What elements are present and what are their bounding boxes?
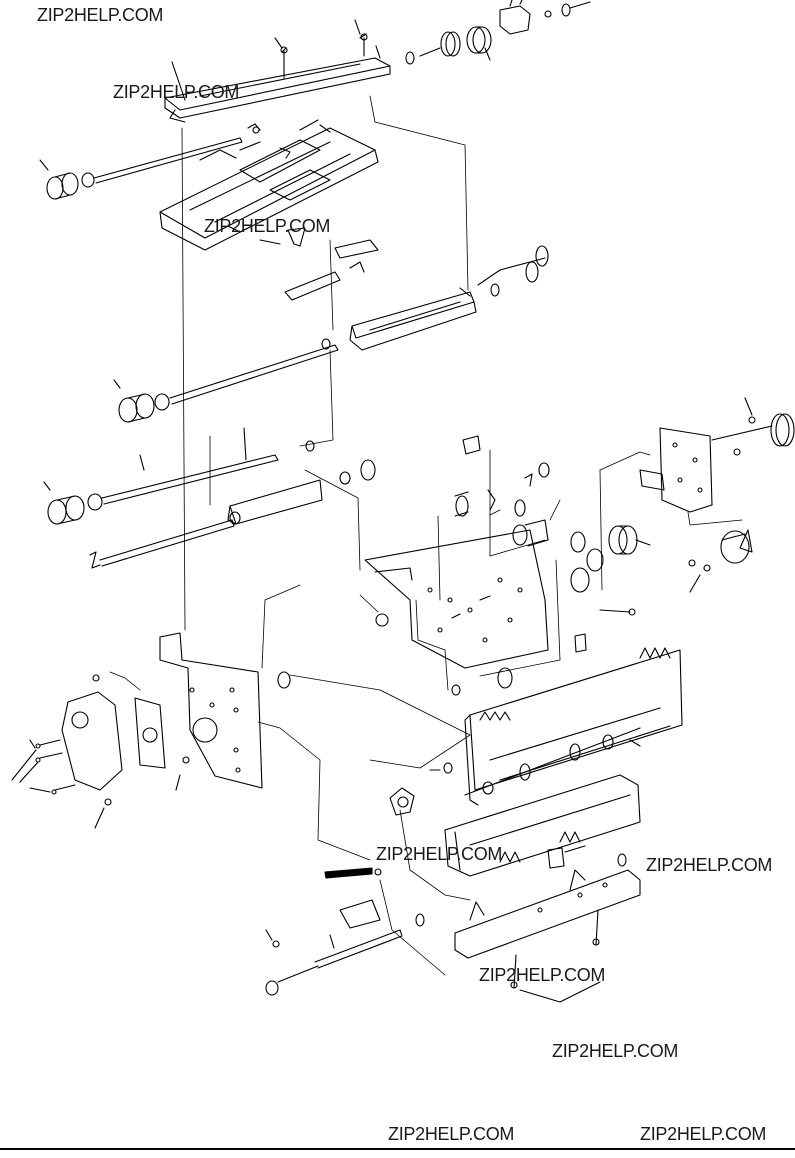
- watermark-2: ZIP2HELP.COM: [113, 82, 240, 102]
- lever-parts: [260, 228, 378, 300]
- roller-shaft-3: [44, 428, 314, 524]
- left-frame: [160, 633, 290, 790]
- bottom-bracket: [455, 854, 640, 1002]
- footer-rule: [0, 1148, 795, 1150]
- watermark-8: ZIP2HELP.COM: [388, 1124, 515, 1144]
- right-frame-bracket: [640, 398, 794, 592]
- watermark-6: ZIP2HELP.COM: [479, 965, 606, 985]
- top-right-gears: [406, 0, 590, 64]
- center-plate: [365, 530, 548, 668]
- lower-shaft-guide: [90, 460, 375, 568]
- upper-small-clips: [248, 124, 290, 158]
- top-screws: [172, 20, 367, 100]
- watermark-1: ZIP2HELP.COM: [37, 5, 164, 25]
- leader-lines: [110, 96, 742, 975]
- watermark-9: ZIP2HELP.COM: [640, 1124, 767, 1144]
- roller-shaft-2: [114, 339, 338, 422]
- watermark-4: ZIP2HELP.COM: [376, 844, 503, 864]
- watermark-5: ZIP2HELP.COM: [646, 855, 773, 875]
- top-bracket-plate: [165, 46, 390, 122]
- roller-shaft-1: [40, 138, 242, 199]
- watermark-7: ZIP2HELP.COM: [552, 1041, 679, 1061]
- bottom-tray-part: [390, 775, 640, 876]
- lower-feed-tray: [430, 648, 682, 805]
- left-motor-housing: [12, 675, 165, 828]
- watermark-3: ZIP2HELP.COM: [204, 216, 331, 236]
- feed-assembly: [350, 246, 548, 350]
- lower-left-shaft: [266, 868, 424, 995]
- center-small-parts: [376, 436, 650, 695]
- upper-tray-assembly: [160, 120, 378, 250]
